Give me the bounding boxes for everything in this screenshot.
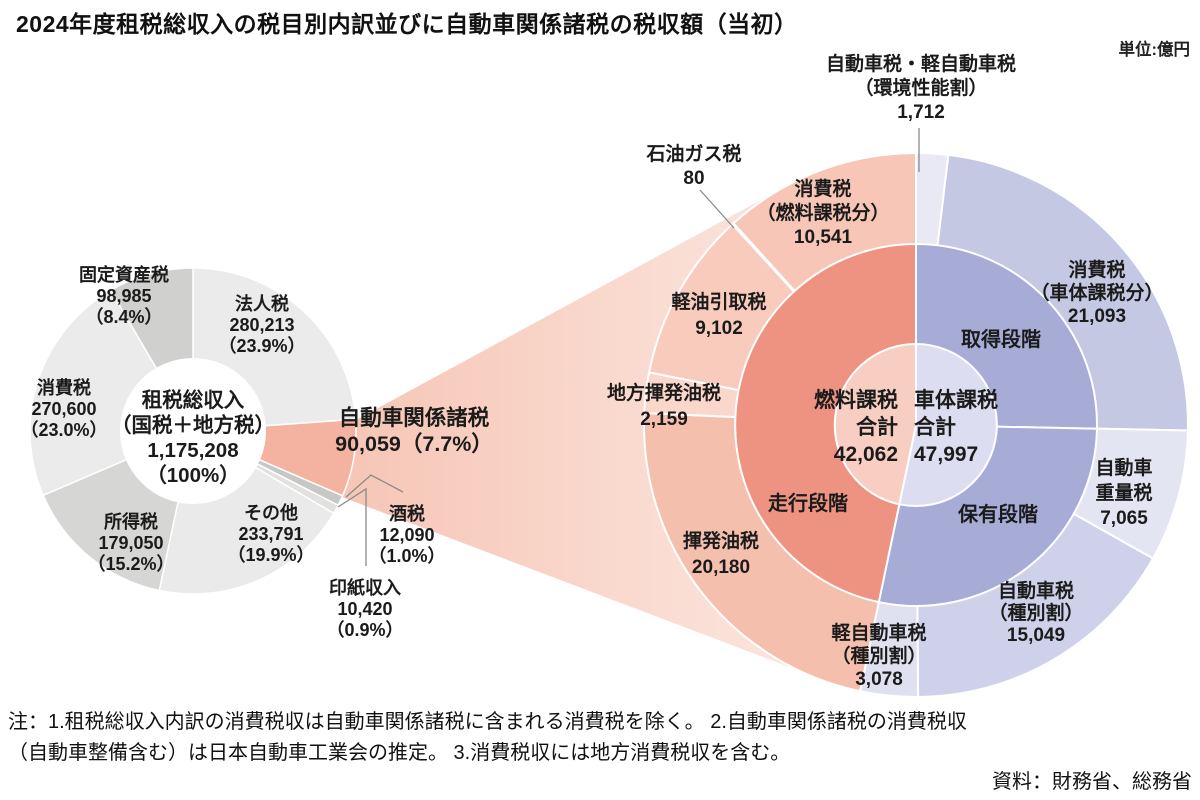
leader-lines — [337, 128, 920, 566]
label-corporate-tax: 法人税 280,213 （23.9%） — [218, 294, 306, 356]
label-consumption-tax: 消費税 270,600 （23.0%） — [20, 378, 108, 440]
label-liquor-tax: 酒税 12,090 （1.0%） — [368, 504, 446, 566]
unit-label: 単位:億円 — [1118, 41, 1191, 59]
label-env-performance: 自動車税・軽自動車税 （環境性能割） 1,712 — [825, 54, 1017, 123]
label-income-tax: 所得税 179,050 （15.2%） — [87, 512, 175, 574]
label-ownership-stage: 保有段階 — [958, 504, 1038, 526]
label-local-gasoline-tax: 地方揮発油税 2,159 — [606, 383, 722, 430]
segment-driving-stage — [734, 243, 917, 604]
segment-fuel-tax-total — [833, 342, 917, 506]
label-auto-related-taxes: 自動車関係諸税 90,059（7.7%） — [335, 406, 493, 456]
total-tax-donut — [29, 267, 357, 595]
auto-tax-donut — [643, 151, 1189, 699]
label-fixed-asset-tax: 固定資産税 98,985 （8.4%） — [79, 265, 169, 327]
label-consumption-tax-vehicle: 消費税 （車体課税分） 21,093 — [1030, 260, 1164, 327]
total-tax-donut-hole — [120, 358, 266, 504]
label-stamp-revenue: 印紙収入 10,420 （0.9%） — [326, 578, 404, 640]
label-kei-vehicle-tax-type: 軽自動車税 （種別割） 3,078 — [831, 623, 927, 690]
label-gasoline-tax: 揮発油税 20,180 — [682, 531, 760, 578]
leader-stamp-revenue — [337, 487, 367, 566]
label-total-tax-center: 租税総収入 （国税＋地方税） 1,175,208 （100%） — [111, 389, 275, 487]
leader-petroleum-gas — [699, 189, 735, 229]
label-vehicle-weight-tax: 自動車 重量税 7,065 — [1095, 458, 1153, 529]
label-vehicle-tax-total: 車体課税 合計 47,997 — [914, 389, 998, 466]
label-driving-stage: 走行段階 — [768, 493, 848, 515]
label-diesel-delivery-tax: 軽油引取税 9,102 — [671, 292, 767, 339]
label-acquisition-stage: 取得段階 — [961, 329, 1041, 351]
leader-liquor-tax — [345, 474, 404, 498]
source-credit: 資料：財務省、総務省 — [992, 771, 1192, 793]
page-title: 2024年度租税総収入の税目別内訳並びに自動車関係諸税の税収額（当初） — [16, 11, 798, 37]
label-others: その他 233,791 （19.9%） — [227, 503, 315, 565]
label-vehicle-tax-type: 自動車税 （種別割） 15,049 — [988, 581, 1084, 646]
segment-vehicle-tax-total — [898, 343, 998, 507]
footnotes: 注：1.租税総収入内訳の消費税収は自動車関係諸税に含まれる消費税を除く。 2.自… — [8, 711, 967, 764]
label-fuel-tax-total: 燃料課税 合計 42,062 — [814, 389, 898, 466]
label-petroleum-gas-tax: 石油ガス税 80 — [646, 144, 742, 189]
label-consumption-tax-fuel: 消費税 （燃料課税分） 10,541 — [756, 179, 890, 248]
